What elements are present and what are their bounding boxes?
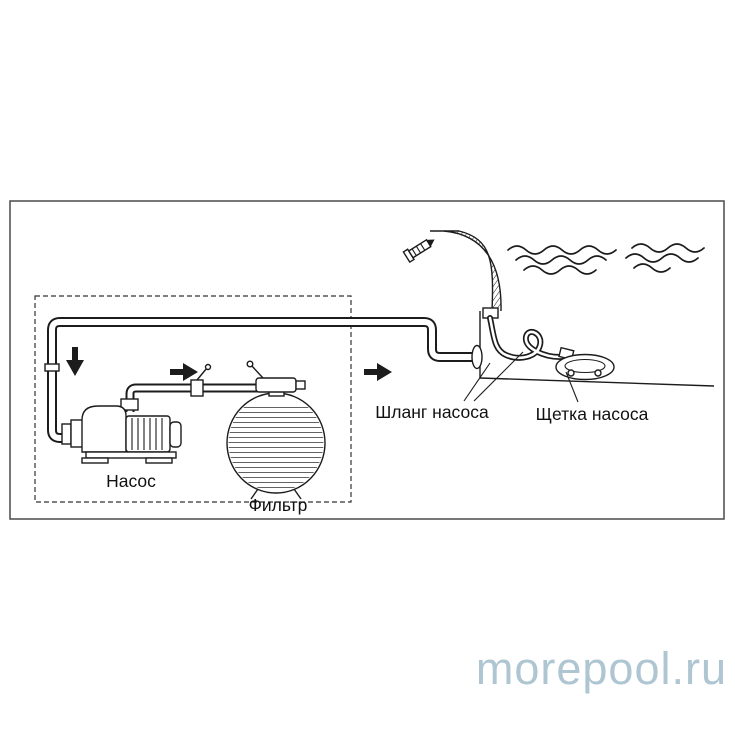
hose-label: Шланг насоса (375, 402, 489, 422)
brush-wheel-left (567, 369, 575, 377)
pipe-union (44, 363, 60, 372)
pump-motor (125, 415, 171, 453)
pump-inlet-nut (70, 419, 84, 448)
pump-foot-right (145, 457, 173, 464)
brush-wheel-right (594, 369, 602, 377)
wall-fitting-icon (402, 238, 435, 264)
skimmer-group (430, 230, 502, 319)
pump-base (85, 451, 177, 459)
pump-foot-left (81, 457, 109, 464)
brush-group (555, 346, 615, 381)
filter-group (226, 360, 326, 500)
flow-arrow-right-2 (364, 363, 392, 381)
pump-outlet-port (120, 398, 139, 411)
wall-flange (471, 344, 483, 370)
brush-detail (564, 358, 606, 374)
multiport-valve (246, 360, 306, 393)
pool-floor (479, 377, 715, 387)
flow-arrow-right-1 (170, 363, 198, 381)
pump-inlet-union (61, 423, 72, 445)
filter-label: Фильтр (249, 495, 308, 515)
vacuum-hose (487, 315, 570, 361)
main-pipe (44, 317, 473, 443)
pump-label: Насос (106, 471, 156, 491)
pump-housing (81, 405, 127, 453)
filter-hatching (228, 404, 324, 492)
valve-icon (190, 363, 212, 397)
equipment-dashed-box (34, 295, 352, 503)
water-waves (507, 243, 705, 275)
motor-fins (131, 418, 163, 450)
pool-structure (471, 311, 715, 387)
brush-label: Щетка насоса (536, 404, 649, 424)
filter-leg-left (250, 488, 259, 500)
flow-arrow-down (66, 347, 84, 376)
skimmer-wall-hatch (444, 231, 502, 311)
pump-group (61, 398, 182, 464)
site-watermark: morepool.ru (475, 643, 727, 694)
label-pointers (463, 351, 579, 403)
diagram-frame (9, 200, 725, 520)
flow-arrows (66, 347, 392, 381)
filter-leg-right (293, 488, 302, 500)
pump-fan-cover (169, 421, 182, 448)
pump-filter-pipe (125, 363, 258, 412)
skimmer-inner-curve (458, 230, 494, 312)
